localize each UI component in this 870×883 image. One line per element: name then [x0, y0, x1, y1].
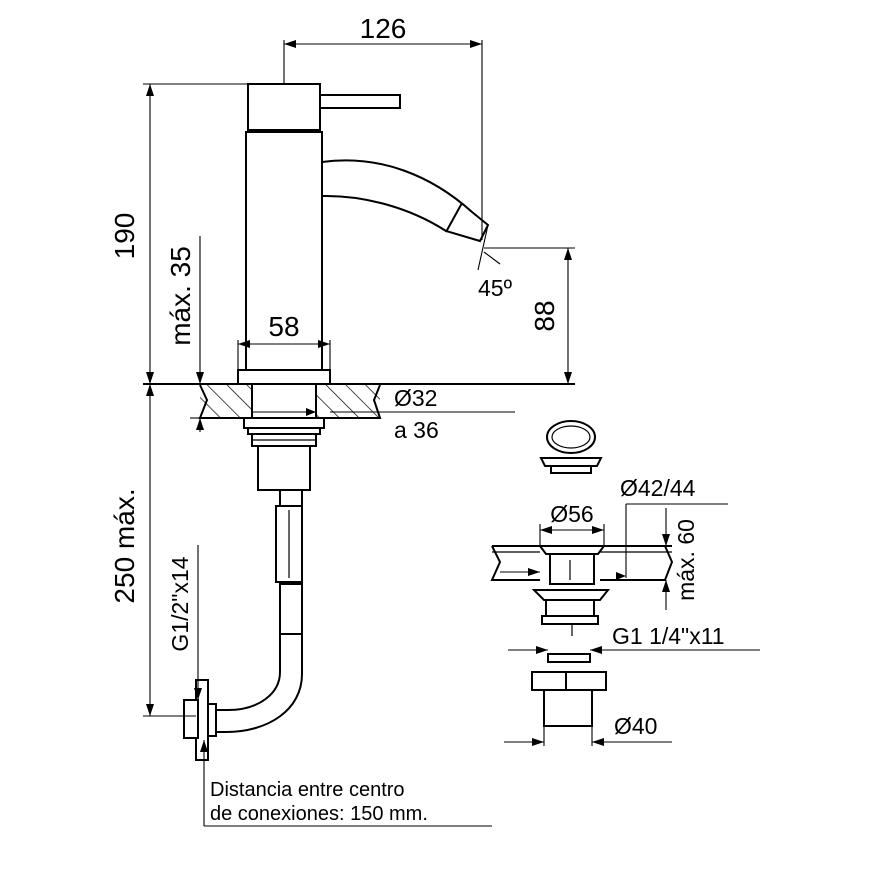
- dim-height-total: 190: [109, 213, 140, 260]
- dim-drain-flange: Ø56: [550, 501, 593, 527]
- countertop: [143, 383, 575, 419]
- drain-assembly: [490, 420, 674, 727]
- under-deck-fittings: [183, 417, 325, 761]
- dim-drain-outer: Ø42/44: [620, 475, 696, 501]
- dim-hole-diameter: Ø32: [394, 385, 437, 411]
- dim-inlet-thread: G1/2"x14: [167, 556, 193, 651]
- dim-body-width: 58: [268, 311, 299, 342]
- note-line-1: Distancia entre centro: [210, 779, 405, 801]
- dim-drain-max: máx. 60: [673, 519, 699, 601]
- dim-hole-to: a 36: [394, 417, 439, 443]
- dim-width-top: 126: [360, 13, 407, 44]
- dimension-lines: [143, 40, 760, 827]
- dim-spout-height: 88: [529, 300, 560, 331]
- faucet-body: [237, 83, 490, 385]
- dim-drain-thread: G1 1/4"x11: [612, 623, 725, 649]
- dim-drain-tail: Ø40: [614, 713, 657, 739]
- dim-angle: 45º: [478, 275, 513, 301]
- dim-below-deck: 250 máx.: [109, 488, 140, 603]
- dim-max-deck: máx. 35: [165, 246, 196, 346]
- note-line-2: de conexiones: 150 mm.: [210, 803, 428, 825]
